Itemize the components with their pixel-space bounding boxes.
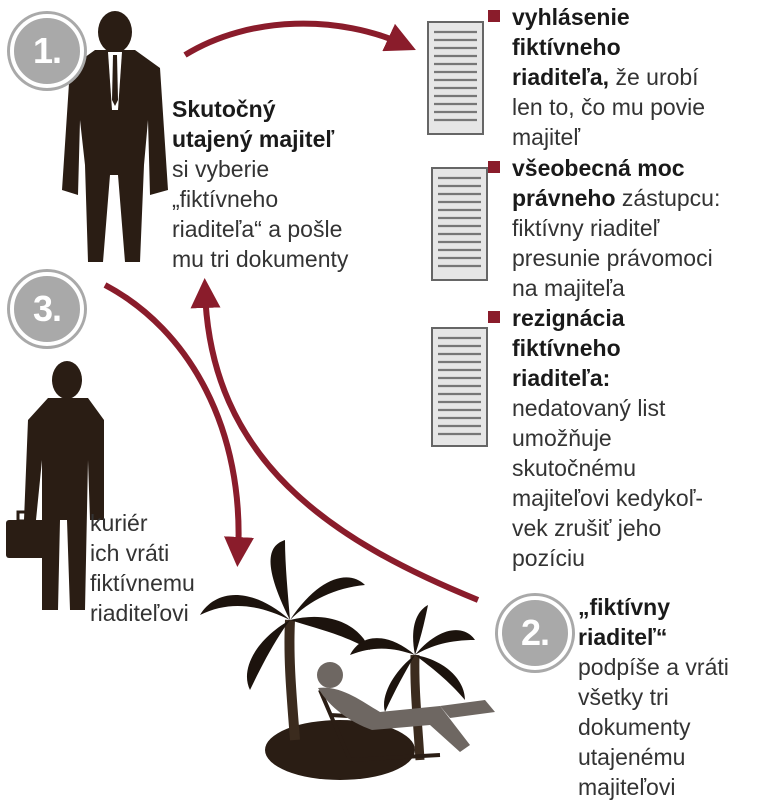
document-1-inline: že urobí [609, 64, 699, 90]
island-scene [200, 540, 495, 780]
step-2-title-line-1: „fiktívny [578, 594, 671, 620]
step-3-body-line: ich vráti [90, 540, 170, 566]
document-3-body-line: skutočnému [512, 455, 637, 481]
document-2-text: všeobecná moc právneho zástupcu: fiktívn… [512, 153, 720, 303]
step-2-badge: 2. [498, 596, 572, 670]
step-2-title-line-2: riaditeľ“ [578, 624, 668, 650]
document-1-text: vyhlásenie fiktívneho riaditeľa, že urob… [512, 2, 705, 152]
bullet-icon [488, 311, 500, 323]
document-3-head-line: fiktívneho [512, 335, 621, 361]
step-2-body-line: všetky tri [578, 684, 669, 710]
step-1-body-line: mu tri dokumenty [172, 246, 349, 272]
step-2-body-line: majiteľovi [578, 774, 676, 800]
document-icon [431, 167, 488, 281]
step-1-title-line-1: Skutočný [172, 96, 276, 122]
bullet-icon [488, 161, 500, 173]
step-2-body-line: dokumenty [578, 714, 691, 740]
document-1-head-line: vyhlásenie [512, 4, 630, 30]
document-3-body-line: vek zrušiť jeho [512, 515, 662, 541]
document-3-body-line: nedatovaný list [512, 395, 666, 421]
document-3-text: rezignácia fiktívneho riaditeľa: nedatov… [512, 303, 703, 573]
step-3-body-line: kuriér [90, 510, 148, 536]
arrow-to-director [103, 282, 254, 567]
document-2-inline: zástupcu: [615, 185, 721, 211]
document-3-head-line: riaditeľa: [512, 365, 611, 391]
document-3-body-line: pozíciu [512, 545, 585, 571]
step-2-body-line: utajenému [578, 744, 686, 770]
arrow-to-owner [190, 278, 480, 603]
step-1-text: Skutočný utajený majiteľ si vyberie „fik… [172, 94, 348, 274]
arrow-to-documents [183, 20, 416, 58]
document-1-body-line: majiteľ [512, 124, 581, 150]
document-1-head-tail: riaditeľa, [512, 64, 610, 90]
lounging-person [317, 662, 495, 752]
document-3-body-line: umožňuje [512, 425, 612, 451]
document-2-body-line: fiktívny riaditeľ [512, 215, 660, 241]
step-3-body-line: fiktívnemu [90, 570, 195, 596]
document-3-body-line: majiteľovi kedykoľ- [512, 485, 704, 511]
palm-tree-icon [200, 540, 370, 690]
step-3-badge: 3. [10, 272, 84, 346]
document-2-body-line: presunie právomoci [512, 245, 713, 271]
step-2-body-line: podpíše a vráti [578, 654, 729, 680]
document-1-body-line: len to, čo mu povie [512, 94, 706, 120]
step-3-body-line: riaditeľovi [90, 600, 189, 626]
step-1-body-line: riaditeľa“ a pošle [172, 216, 343, 242]
palm-tree-icon [350, 605, 475, 712]
courier-silhouette [6, 361, 104, 610]
owner-silhouette [62, 11, 168, 262]
bullet-icon [488, 10, 500, 22]
step-1-body-line: si vyberie [172, 156, 270, 182]
document-1-head-line: fiktívneho [512, 34, 621, 60]
document-icon [431, 327, 488, 447]
step-1-badge: 1. [10, 14, 84, 88]
step-1-body-line: „fiktívneho [172, 186, 279, 212]
document-2-head-tail: právneho [512, 185, 616, 211]
step-2-text: „fiktívny riaditeľ“ podpíše a vráti všet… [578, 592, 729, 802]
step-1-title-line-2: utajený majiteľ [172, 126, 335, 152]
document-icon [427, 21, 484, 135]
document-2-head-line: všeobecná moc [512, 155, 685, 181]
document-3-head-line: rezignácia [512, 305, 625, 331]
document-2-body-line: na majiteľa [512, 275, 625, 301]
step-3-text: kuriér ich vráti fiktívnemu riaditeľovi [90, 508, 195, 628]
